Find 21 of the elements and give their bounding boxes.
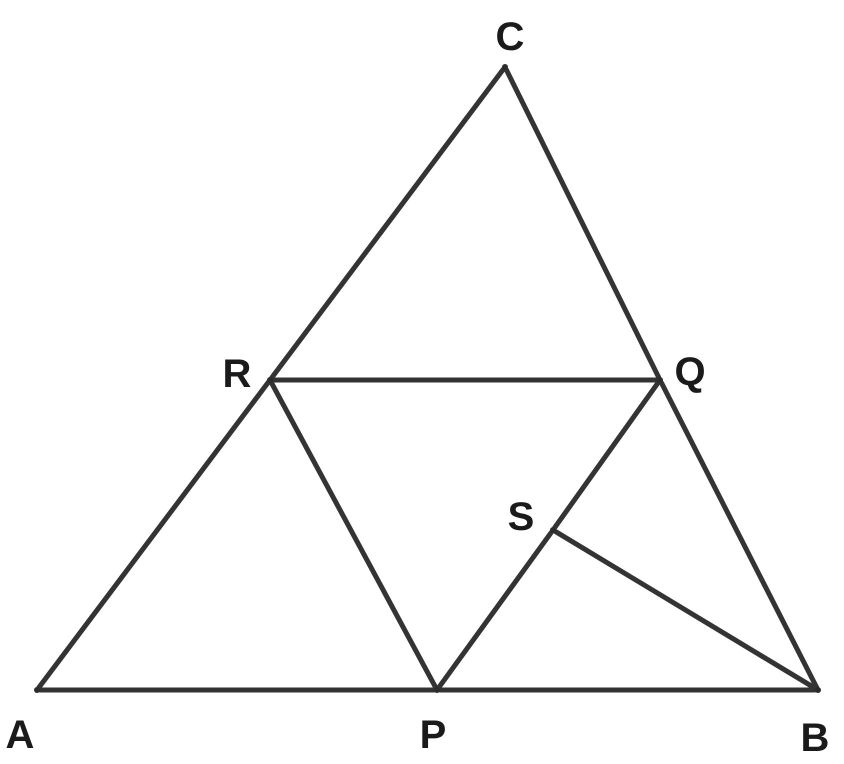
vertex-point [550,527,556,533]
vertex-label: B [800,718,830,758]
vertex-label: C [496,17,524,57]
vertex-label: P [420,715,446,755]
line-segment [552,380,661,530]
line-segment [268,380,438,690]
vertex-point [267,377,273,383]
line-segment [36,380,271,690]
vertex-label: A [6,715,34,755]
vertex-label: Q [674,352,706,392]
line-segment [658,380,820,690]
vertex-point [34,687,40,693]
line-segment [38,688,436,692]
vertex-label: R [222,354,252,394]
vertex-label: S [508,497,534,537]
line-segment [504,67,662,380]
line-segment [270,378,660,382]
line-segment [269,66,506,380]
vertex-point [502,64,508,70]
line-segment [438,688,818,692]
line-segment [436,530,554,690]
